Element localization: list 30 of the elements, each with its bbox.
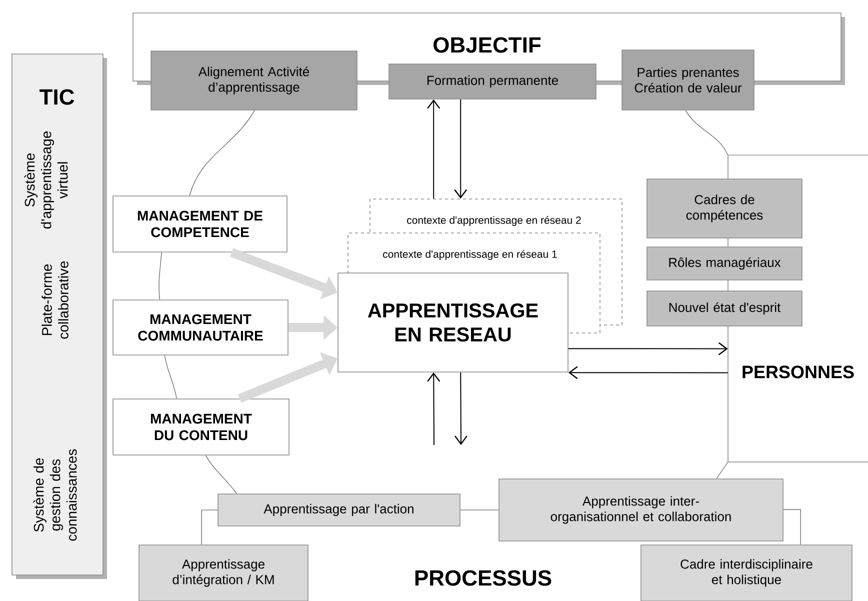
- process-box: Apprentissage par l'action: [218, 494, 460, 526]
- process-box: Apprentissage inter- organisationnel et collaboration: [498, 478, 784, 542]
- goal-box: Alignement Activité d’apprentissage: [150, 50, 358, 110]
- people-box: Rôles managériaux: [646, 246, 802, 280]
- arrow: [454, 98, 468, 199]
- connector-line: [716, 462, 728, 479]
- connector-line: [685, 110, 728, 156]
- connector-line: [201, 510, 218, 545]
- arrow: [427, 99, 440, 200]
- management-box: MANAGEMENT DU CONTENU: [112, 398, 290, 456]
- arrow: [454, 372, 468, 445]
- arrow: [568, 342, 728, 356]
- arrow: [568, 366, 728, 380]
- region-title: PROCESSUS: [415, 570, 552, 586]
- connector-line: [189, 110, 255, 196]
- goal-box: Formation permanente: [388, 64, 596, 100]
- central-box: APPRENTISSAGE EN RESEAU: [338, 272, 568, 372]
- people-box: Nouvel état d'esprit: [646, 290, 802, 326]
- goal-box: Parties prenantes Création de valeur: [622, 50, 754, 110]
- people-box: Cadres de compétences: [646, 178, 802, 238]
- connector-line: [783, 509, 801, 545]
- connector-line: [158, 252, 162, 300]
- connector-line: [164, 354, 177, 399]
- process-box: Cadre interdisciplinaire et holistique: [640, 544, 852, 601]
- arrow: [427, 372, 440, 446]
- ict-panel: TIC Système d'apprentissage virtuel Plate-forme collaborative Système de gestion des connaissances: [12, 54, 107, 579]
- management-box: MANAGEMENT DE COMPETENCE: [112, 196, 288, 252]
- process-box: Apprentissage d’intégration / KM: [138, 544, 308, 601]
- management-box: MANAGEMENT COMMUNAUTAIRE: [112, 300, 288, 356]
- connector-line: [205, 454, 237, 494]
